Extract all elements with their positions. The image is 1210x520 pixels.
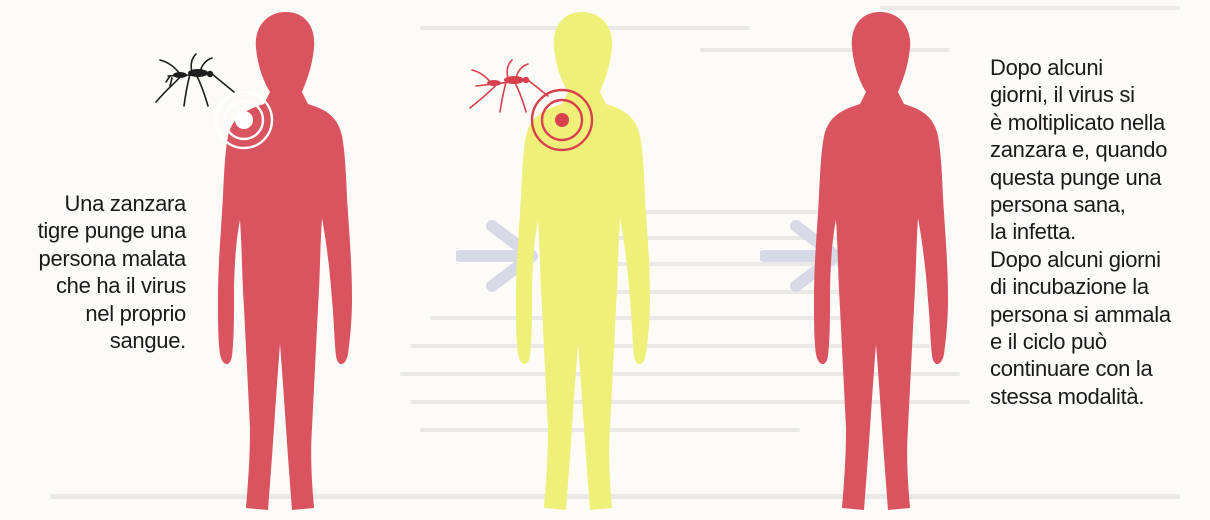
- caption-line: Dopo alcuni: [990, 54, 1208, 81]
- caption-infection-cycle: Dopo alcuni giorni, il virus si è moltip…: [990, 54, 1208, 410]
- newly-infected-figure: [790, 8, 970, 520]
- caption-line: persona sana,: [990, 191, 1208, 218]
- caption-line: persona si ammala: [990, 301, 1208, 328]
- caption-line: stessa modalità.: [990, 383, 1208, 410]
- caption-line: questa punge una: [990, 164, 1208, 191]
- caption-line: Dopo alcuni giorni: [990, 246, 1208, 273]
- caption-line: persona malata: [0, 245, 186, 272]
- caption-line: zanzara e, quando: [990, 136, 1208, 163]
- caption-line: Una zanzara: [0, 190, 186, 217]
- caption-line: e il ciclo può: [990, 328, 1208, 355]
- caption-line: che ha il virus: [0, 272, 186, 299]
- mosquito-icon: [468, 56, 558, 116]
- caption-line: la infetta.: [990, 218, 1208, 245]
- caption-line: di incubazione la: [990, 273, 1208, 300]
- caption-line: nel proprio: [0, 300, 186, 327]
- mosquito-icon: [150, 52, 240, 112]
- caption-line: è moltiplicato nella: [990, 109, 1208, 136]
- caption-infection-source: Una zanzara tigre punge una persona mala…: [0, 190, 186, 354]
- caption-line: continuare con la: [990, 355, 1208, 382]
- caption-line: sangue.: [0, 327, 186, 354]
- caption-line: tigre punge una: [0, 217, 186, 244]
- caption-line: giorni, il virus si: [990, 81, 1208, 108]
